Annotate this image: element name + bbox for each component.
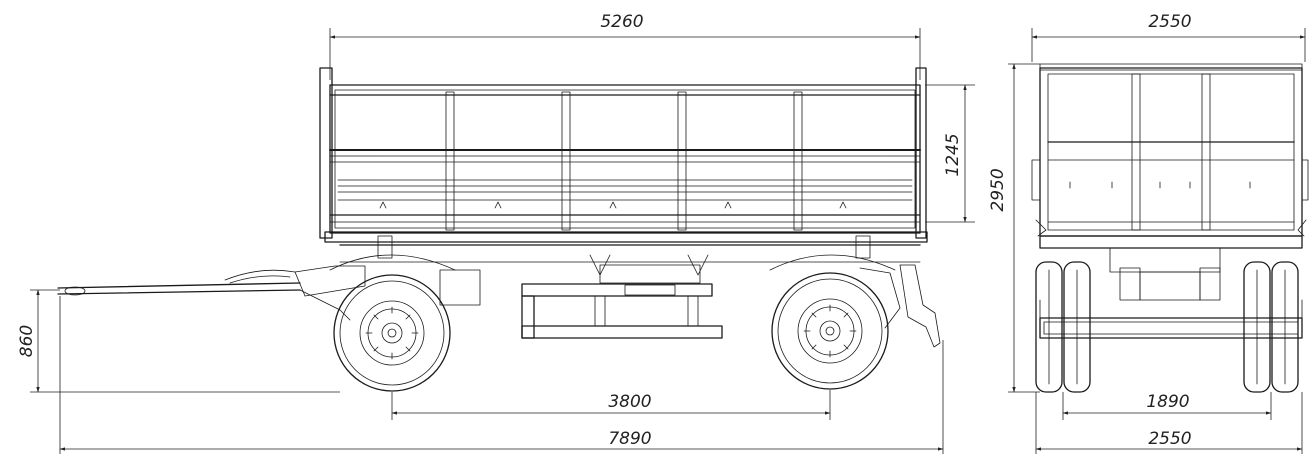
dim-overall-length: 7890 <box>59 296 944 454</box>
dim-top-width: 2550 <box>1031 12 1306 62</box>
dim-label-drawbar-height: 860 <box>17 325 37 357</box>
dim-drawbar-height: 860 <box>17 289 340 393</box>
rear-wheel <box>769 254 896 390</box>
dim-label-side-height: 1245 <box>943 133 963 176</box>
dim-bottom-width: 2550 <box>1035 392 1303 454</box>
dim-label-wheelbase: 3800 <box>608 392 651 412</box>
side-view: 5260 1245 860 3800 7890 <box>17 12 975 454</box>
rear-wheels-left <box>1035 261 1091 393</box>
dump-body <box>319 67 928 243</box>
rear-chassis <box>1039 235 1303 339</box>
dim-label-bottom-width: 2550 <box>1148 429 1191 449</box>
dim-label-track: 1890 <box>1146 392 1189 412</box>
dim-label-top-width: 2550 <box>1148 12 1191 32</box>
dim-overall-height: 2950 <box>988 63 1040 393</box>
dim-side-height: 1245 <box>925 84 975 223</box>
dim-label-body-length: 5260 <box>600 12 643 32</box>
front-wheel <box>329 254 456 392</box>
drawbar <box>57 265 481 321</box>
chassis <box>339 235 941 348</box>
rear-body <box>1031 63 1309 237</box>
dim-body-length: 5260 <box>329 12 921 80</box>
rear-wheels-right <box>1243 261 1299 393</box>
dim-label-overall-length: 7890 <box>608 429 651 449</box>
dim-label-overall-height: 2950 <box>988 168 1008 211</box>
dim-track: 1890 <box>1062 392 1272 420</box>
rear-view: 2550 2950 1890 2550 <box>988 12 1309 454</box>
dim-wheelbase: 3800 <box>391 390 831 420</box>
